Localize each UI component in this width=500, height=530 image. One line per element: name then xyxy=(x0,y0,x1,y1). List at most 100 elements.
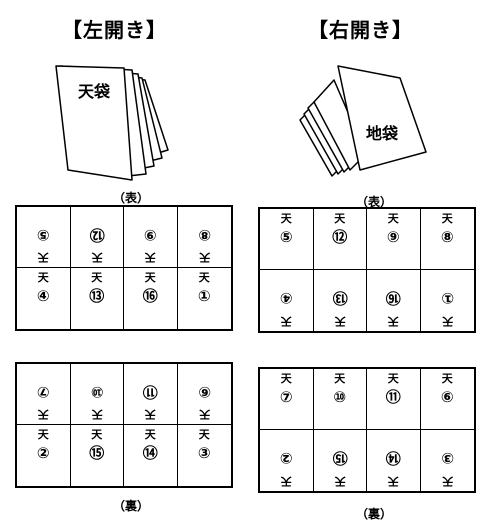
left-back-caption: （裏） xyxy=(113,499,150,513)
right-back-caption: （裏） xyxy=(356,507,393,521)
page-number: ③ xyxy=(197,444,211,462)
page-number: ⑦ xyxy=(36,383,50,401)
top-marker-label: 天 xyxy=(387,372,399,385)
page-number: ⑮ xyxy=(332,449,348,467)
page-number: ⑤ xyxy=(279,228,293,246)
top-marker-label: 天 xyxy=(334,212,346,225)
right-booklet-label: 地袋 xyxy=(365,124,398,143)
page-number: ⑥ xyxy=(197,383,211,401)
page-number: ④ xyxy=(279,289,293,307)
page-number: ⑦ xyxy=(279,388,293,406)
top-marker-label: 天 xyxy=(280,475,292,488)
page-number: ⑨ xyxy=(143,226,157,244)
page-number: ③ xyxy=(440,449,454,467)
top-marker-label: 天 xyxy=(334,475,346,488)
top-marker-label: 天 xyxy=(441,212,453,225)
top-marker-label: 天 xyxy=(37,251,49,264)
page-number: ⑭ xyxy=(142,444,158,462)
page-number: ⑧ xyxy=(197,226,211,244)
right-binding-heading: 【右開き】 xyxy=(308,18,413,42)
top-marker-label: 天 xyxy=(198,271,210,284)
left-booklet-label: 天袋 xyxy=(77,82,110,101)
page-number: ④ xyxy=(36,287,50,305)
top-marker-label: 天 xyxy=(198,428,210,441)
page-number: ⑯ xyxy=(385,289,401,307)
top-marker-label: 天 xyxy=(441,315,453,328)
top-marker-label: 天 xyxy=(198,251,210,264)
page-number: ⑪ xyxy=(142,383,158,401)
top-marker-label: 天 xyxy=(37,271,49,284)
page-number: ② xyxy=(36,444,50,462)
top-marker-label: 天 xyxy=(198,408,210,421)
top-marker-label: 天 xyxy=(91,251,103,264)
page-number: ① xyxy=(197,287,211,305)
page-number: ⑫ xyxy=(89,226,105,244)
top-marker-label: 天 xyxy=(144,251,156,264)
page-number: ⑧ xyxy=(440,228,454,246)
top-marker-label: 天 xyxy=(37,408,49,421)
top-marker-label: 天 xyxy=(387,475,399,488)
right-booklet-illustration xyxy=(299,65,427,177)
page-number: ⑥ xyxy=(440,388,454,406)
top-marker-label: 天 xyxy=(280,372,292,385)
top-marker-label: 天 xyxy=(280,212,292,225)
page-number: ⑯ xyxy=(142,287,158,305)
top-marker-label: 天 xyxy=(144,428,156,441)
top-marker-label: 天 xyxy=(441,372,453,385)
page-number: ① xyxy=(440,289,454,307)
page-number: ⑮ xyxy=(89,444,105,462)
page-number: ⑩ xyxy=(90,383,104,401)
page-number: ② xyxy=(279,449,293,467)
left-binding-heading: 【左開き】 xyxy=(62,18,167,42)
page-number: ⑬ xyxy=(332,289,348,307)
top-marker-label: 天 xyxy=(334,372,346,385)
page-number: ⑤ xyxy=(36,226,50,244)
top-marker-label: 天 xyxy=(91,271,103,284)
top-marker-label: 天 xyxy=(441,475,453,488)
left-booklet-illustration xyxy=(55,65,169,181)
page-number: ⑪ xyxy=(385,388,401,406)
page-number: ⑭ xyxy=(385,449,401,467)
top-marker-label: 天 xyxy=(91,408,103,421)
top-marker-label: 天 xyxy=(37,428,49,441)
page-number: ⑨ xyxy=(386,228,400,246)
top-marker-label: 天 xyxy=(91,428,103,441)
page-number: ⑩ xyxy=(333,388,347,406)
page-number: ⑫ xyxy=(332,228,348,246)
top-marker-label: 天 xyxy=(387,315,399,328)
top-marker-label: 天 xyxy=(144,408,156,421)
